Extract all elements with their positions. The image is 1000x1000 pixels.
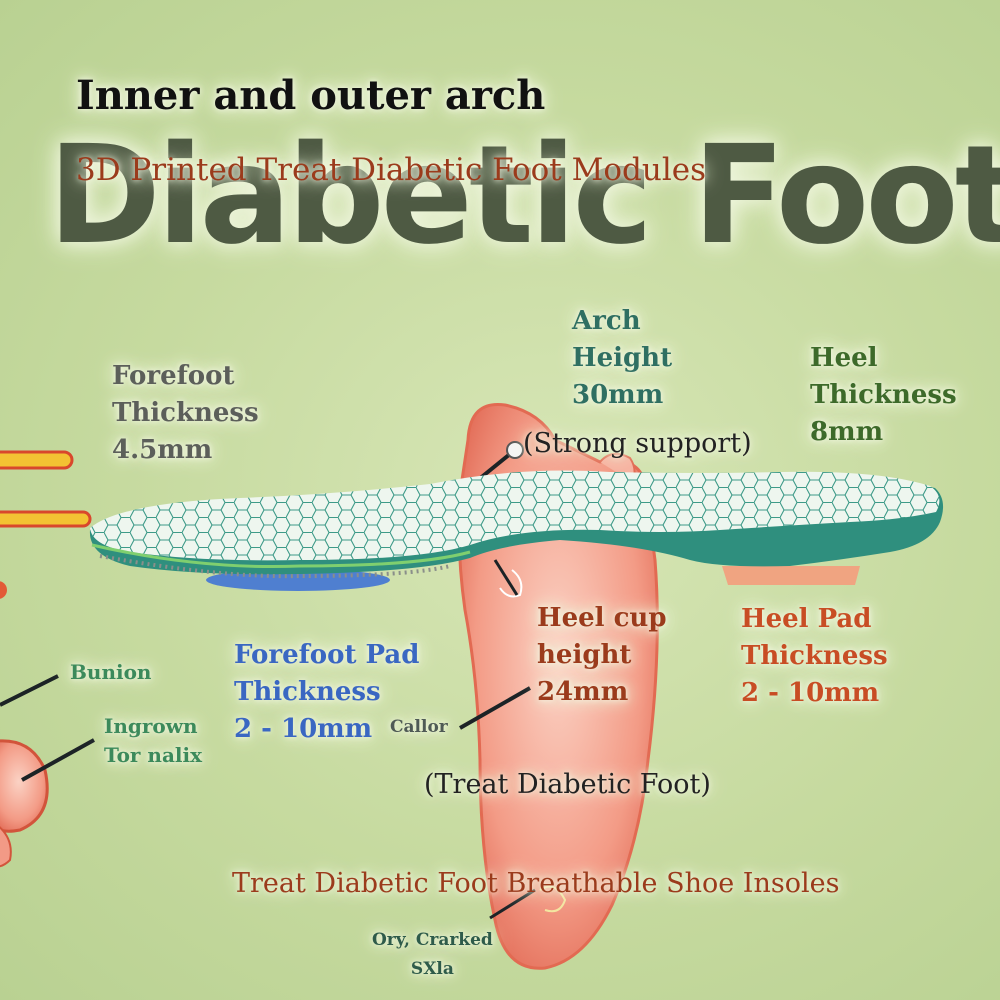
headline: Inner and outer arch [76,72,546,119]
subheadline: 3D Printed Treat Diabetic Foot Modules [76,152,706,188]
callor-label: Callor [390,717,448,737]
strong-support-label: (Strong support) [523,428,752,459]
forefoot-pad-label: Forefoot Pad Thickness 2 - 10mm [234,640,420,744]
footer-title: Treat Diabetic Foot Breathable Shoe Inso… [232,868,840,899]
ingrown-label: Ingrown Tor nalix [104,714,203,767]
decor-stripes [0,450,92,599]
insole [89,470,944,579]
dry-skin-label: Ory, Crarked SXla [372,930,493,979]
heel-cup-label: Heel cup height 24mm [537,603,667,707]
background-title: Diabetic Foot [48,117,1000,275]
heel-pad-label: Heel Pad Thickness 2 - 10mm [741,604,888,708]
toe-illustration [0,674,95,868]
arch-height-label: Arch Height 30mm [572,306,673,410]
pads [206,566,860,591]
treat-diabetic-label: (Treat Diabetic Foot) [424,769,711,800]
forefoot-thickness-label: Forefoot Thickness 4.5mm [112,361,259,465]
heel-thickness-label: Heel Thickness 8mm [810,343,957,447]
bunion-label: Bunion [70,660,152,684]
